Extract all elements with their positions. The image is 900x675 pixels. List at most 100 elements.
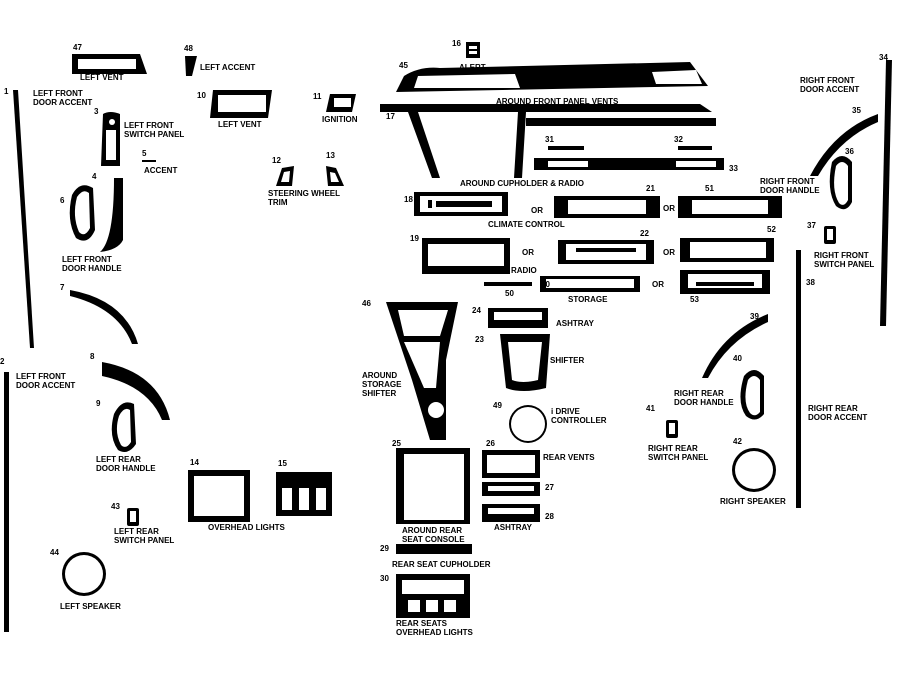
group-label-radio: RADIO [511, 266, 537, 275]
part-2-number: 2 [0, 357, 5, 366]
part-37-label: RIGHT FRONT SWITCH PANEL [814, 251, 875, 269]
part-25-number: 25 [392, 439, 401, 448]
part-38-shape [796, 250, 801, 508]
part-47-number: 47 [73, 43, 82, 52]
part-17-shape [380, 104, 712, 178]
part-3-label: LEFT FRONT SWITCH PANEL [124, 121, 185, 139]
part-12-number: 12 [272, 156, 281, 165]
part-51-number: 51 [705, 184, 714, 193]
part-49-label: i DRIVE CONTROLLER [551, 407, 607, 425]
part-10-number: 10 [197, 91, 206, 100]
part-47-label: LEFT VENT [80, 73, 124, 82]
part-34-label: RIGHT FRONT DOOR ACCENT [800, 76, 860, 94]
part-41-number: 41 [646, 404, 655, 413]
part-30-number: 30 [380, 574, 389, 583]
part-36-label: RIGHT FRONT DOOR HANDLE [760, 177, 820, 195]
part-48-number: 48 [184, 44, 193, 53]
part-43-label: LEFT REAR SWITCH PANEL [114, 527, 175, 545]
part-19-number: 19 [410, 234, 419, 243]
part-40-label: RIGHT REAR DOOR HANDLE [674, 389, 734, 407]
part-22-number: 22 [640, 229, 649, 238]
part-1-label: LEFT FRONT DOOR ACCENT [33, 89, 93, 107]
part-23-number: 23 [475, 335, 484, 344]
part-11-label: IGNITION [322, 115, 358, 124]
part-34-number: 34 [879, 53, 888, 62]
part-29-label: REAR SEAT CUPHOLDER [392, 560, 491, 569]
part-10-label: LEFT VENT [218, 120, 262, 129]
part-7-shape [70, 290, 138, 344]
part-4-shape [100, 178, 123, 252]
part-5-shape [142, 160, 156, 162]
part-16-number: 16 [452, 39, 461, 48]
part-2-label: LEFT FRONT DOOR ACCENT [16, 372, 76, 390]
part-48-label: LEFT ACCENT [200, 63, 256, 72]
part-48-shape [185, 56, 197, 76]
part-7-number: 7 [60, 283, 65, 292]
part-9-number: 9 [96, 399, 101, 408]
group-label-cupholder-radio: AROUND CUPHOLDER & RADIO [460, 179, 584, 188]
part-39-number: 39 [750, 312, 759, 321]
part-20-label: STORAGE [568, 295, 608, 304]
part-14-number: 14 [190, 458, 199, 467]
part-44-label: LEFT SPEAKER [60, 602, 121, 611]
part-39-shape [702, 314, 768, 378]
part-37-number: 37 [807, 221, 816, 230]
part-36-number: 36 [845, 147, 854, 156]
part-30-label: REAR SEATS OVERHEAD LIGHTS [396, 619, 473, 637]
part-26-label: REAR VENTS [543, 453, 595, 462]
part-33-number: 33 [729, 164, 738, 173]
part-31-shape [548, 146, 584, 150]
or-label: OR [531, 206, 543, 215]
part-18-number: 18 [404, 195, 413, 204]
part-3-number: 3 [94, 107, 99, 116]
part-45-number: 45 [399, 61, 408, 70]
part-24-number: 24 [472, 306, 481, 315]
part-42-label: RIGHT SPEAKER [720, 497, 786, 506]
part-25-label: AROUND REAR SEAT CONSOLE [402, 526, 465, 544]
part-23-label: SHIFTER [550, 356, 585, 365]
part-2-shape [4, 372, 9, 632]
part-41-label: RIGHT REAR SWITCH PANEL [648, 444, 709, 462]
part-1-shape [13, 90, 34, 348]
part-9-label: LEFT REAR DOOR HANDLE [96, 455, 156, 473]
part-50-number: 50 [505, 289, 514, 298]
part-38-number: 38 [806, 278, 815, 287]
part-28-label: ASHTRAY [494, 523, 532, 532]
part-20-number: 20 [541, 280, 550, 289]
part-26-number: 26 [486, 439, 495, 448]
part-17-number: 17 [386, 112, 395, 121]
part-11-number: 11 [313, 92, 322, 101]
part-45-label: AROUND FRONT PANEL VENTS [496, 97, 619, 106]
part-49-number: 49 [493, 401, 502, 410]
part-6-number: 6 [60, 196, 65, 205]
part-1-number: 1 [4, 87, 9, 96]
or-label: OR [663, 204, 675, 213]
part-40-number: 40 [733, 354, 742, 363]
part-38-label: RIGHT REAR DOOR ACCENT [808, 404, 868, 422]
part-21-number: 21 [646, 184, 655, 193]
part-28-number: 28 [545, 512, 554, 521]
part-5-label: ACCENT [144, 166, 178, 175]
part-42-number: 42 [733, 437, 742, 446]
part-5-number: 5 [142, 149, 147, 158]
part-34-shape [880, 60, 892, 326]
part-53-number: 53 [690, 295, 699, 304]
part-29-shape [396, 544, 472, 554]
part-50-shape [484, 282, 532, 286]
group-label-climate-control: CLIMATE CONTROL [488, 220, 565, 229]
part-8-shape [102, 362, 170, 420]
or-label: OR [522, 248, 534, 257]
part-44-number: 44 [50, 548, 59, 557]
part-32-number: 32 [674, 135, 683, 144]
part-46-number: 46 [362, 299, 371, 308]
part-43-number: 43 [111, 502, 120, 511]
or-label: OR [663, 248, 675, 257]
or-label: OR [652, 280, 664, 289]
part-46-label: AROUND STORAGE SHIFTER [362, 371, 402, 398]
part-35-shape [810, 114, 878, 176]
part-27-number: 27 [545, 483, 554, 492]
part-24-label: ASHTRAY [556, 319, 594, 328]
part-6-label: LEFT FRONT DOOR HANDLE [62, 255, 122, 273]
